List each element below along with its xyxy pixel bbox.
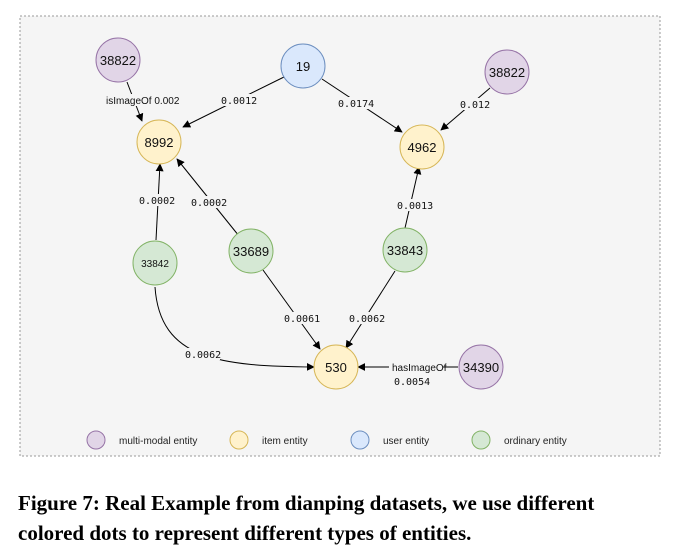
legend-item-user: user entity [350,430,429,450]
edge-label-34390-530: 0.0054 [394,377,430,388]
edge-label-19-8992: 0.0012 [221,96,257,107]
svg-text:user entity: user entity [383,436,429,447]
node-33843: 33843 [382,227,428,273]
svg-text:38822: 38822 [489,65,525,80]
svg-text:ordinary entity: ordinary entity [504,436,567,447]
svg-text:34390: 34390 [463,360,499,375]
legend-item-item: item entity [229,430,308,450]
edge-33689-530 [262,269,321,350]
svg-text:8992: 8992 [145,135,174,150]
edge-label-33843-4962: 0.0013 [397,201,433,212]
node-34390: 34390 [458,344,504,390]
node-4962: 4962 [399,124,445,170]
knowledge-graph-figure: isImageOf 0.002 0.0012 0.0174 0.012 0.00… [19,15,661,457]
edge-label-19-4962: 0.0174 [338,99,374,110]
edge-33843-4962 [404,166,422,229]
svg-text:530: 530 [325,360,347,375]
legend-item-ordinary: ordinary entity [471,430,567,450]
edge-label-33843-530: 0.0062 [349,314,385,325]
legend-item-multi-modal: multi-modal entity [86,430,197,450]
node-530: 530 [313,344,359,390]
node-33842: 33842 [132,240,178,286]
edge-label-isimageof: isImageOf 0.002 [106,96,180,107]
node-19: 19 [280,43,326,89]
edge-labels: isImageOf 0.002 0.0012 0.0174 0.012 0.00… [105,94,490,388]
svg-text:33842: 33842 [141,259,169,270]
edge-label-hasimageof: hasImageOf [392,363,447,374]
edge-label-33842-8992: 0.0002 [139,196,175,207]
nodes: 38822 19 38822 8992 4962 33842 33689 33 [95,37,530,390]
svg-text:33843: 33843 [387,243,423,258]
svg-text:4962: 4962 [408,140,437,155]
figure-caption: Figure 7: Real Example from dianping dat… [18,491,595,545]
edge-33843-530 [345,270,396,349]
svg-text:33689: 33689 [233,244,269,259]
edge-label-33842-530: 0.0062 [185,350,221,361]
svg-text:multi-modal entity: multi-modal entity [119,436,197,447]
svg-text:19: 19 [296,59,310,74]
legend: multi-modal entity item entity user enti… [86,430,567,450]
edge-label-38822b-4962: 0.012 [460,100,490,111]
edge-label-33689-8992: 0.0002 [191,198,227,209]
svg-text:38822: 38822 [100,53,136,68]
node-38822-top-right: 38822 [484,49,530,95]
node-8992: 8992 [136,119,182,165]
svg-text:item entity: item entity [262,436,308,447]
edge-label-33689-530: 0.0061 [284,314,320,325]
node-38822-top-left: 38822 [95,37,141,83]
node-33689: 33689 [228,228,274,274]
